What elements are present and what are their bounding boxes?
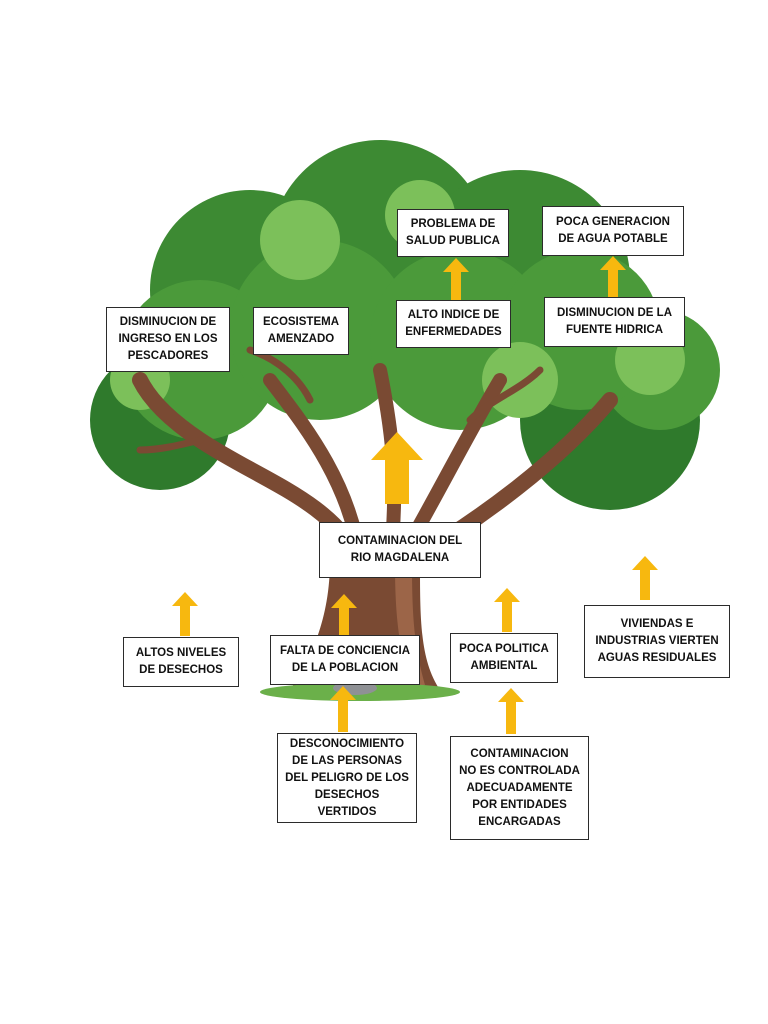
arrow-viviendas (632, 556, 658, 600)
arrow-fuente-to-generacion (600, 256, 626, 298)
cause-altos-niveles-desechos: ALTOS NIVELES DE DESECHOS (123, 637, 239, 687)
arrow-poca-politica (494, 588, 520, 632)
effect-poca-generacion-agua: POCA GENERACION DE AGUA POTABLE (542, 206, 684, 256)
arrow-altos-niveles (172, 592, 198, 636)
cause-viviendas-industrias: VIVIENDAS E INDUSTRIAS VIERTEN AGUAS RES… (584, 605, 730, 678)
effect-ecosistema-amenazado: ECOSISTEMA AMENZADO (253, 307, 349, 355)
arrow-contaminacion-no-controlada (498, 688, 524, 734)
arrow-alto-to-problema (443, 258, 469, 300)
arrow-desconocimiento (330, 686, 356, 732)
cause-falta-conciencia: FALTA DE CONCIENCIA DE LA POBLACION (270, 635, 420, 685)
arrow-central-to-effects (371, 432, 423, 504)
effect-alto-indice-enfermedades: ALTO INDICE DE ENFERMEDADES (396, 300, 511, 348)
cause-contaminacion-no-controlada: CONTAMINACION NO ES CONTROLADA ADECUADAM… (450, 736, 589, 840)
effect-disminucion-fuente-hidrica: DISMINUCION DE LA FUENTE HIDRICA (544, 297, 685, 347)
cause-poca-politica-ambiental: POCA POLITICA AMBIENTAL (450, 633, 558, 683)
central-problem-box: CONTAMINACION DEL RIO MAGDALENA (319, 522, 481, 578)
cause-desconocimiento-personas: DESCONOCIMIENTO DE LAS PERSONAS DEL PELI… (277, 733, 417, 823)
arrow-falta-conciencia (331, 594, 357, 636)
effect-disminucion-ingreso-pescadores: DISMINUCION DE INGRESO EN LOS PESCADORES (106, 307, 230, 372)
effect-problema-salud-publica: PROBLEMA DE SALUD PUBLICA (397, 209, 509, 257)
